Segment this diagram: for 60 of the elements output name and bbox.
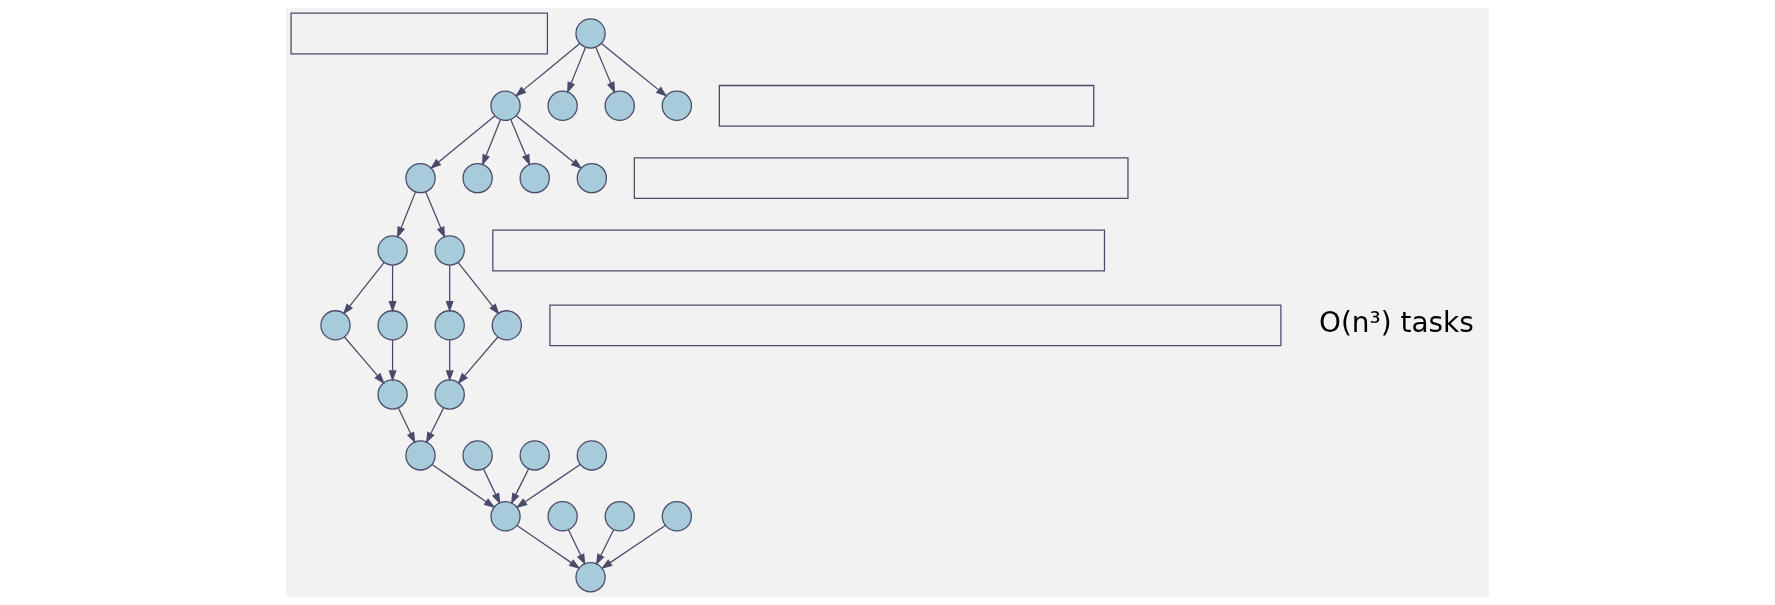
arrow (595, 46, 616, 94)
node-circle (519, 440, 550, 471)
node-circle (490, 501, 521, 532)
node-circle (604, 501, 635, 532)
arrow (595, 529, 615, 566)
arrow (510, 468, 530, 505)
node-circle (661, 90, 693, 122)
node-circle (377, 379, 408, 410)
node-circle (377, 235, 408, 266)
arrow (388, 339, 397, 382)
node-circle (462, 162, 493, 194)
label: O(n³) tasks (1318, 306, 1474, 340)
arrow (342, 261, 385, 315)
arrow (425, 191, 446, 239)
node-circle (434, 235, 465, 266)
arrow (567, 46, 587, 94)
arrow (388, 264, 397, 313)
arrow (445, 339, 454, 382)
arrow (457, 261, 500, 315)
arrow (343, 336, 385, 385)
arrow (516, 524, 581, 569)
node-circle (405, 440, 436, 471)
arrow (567, 529, 586, 566)
arrow (482, 118, 502, 166)
node-circle (491, 310, 523, 341)
arrow (482, 468, 501, 505)
node-circle (576, 440, 608, 471)
node-box (718, 84, 1095, 127)
arrow (510, 118, 531, 166)
arrow (425, 407, 445, 444)
arrow (515, 115, 583, 170)
node-circle (434, 310, 465, 341)
node-circle (519, 162, 550, 194)
node-circle (377, 310, 408, 341)
node-circle (575, 18, 606, 49)
node-circle (604, 90, 635, 122)
arrow (429, 115, 496, 170)
arrow (515, 463, 581, 508)
node-circle (661, 501, 693, 532)
node-circle (320, 310, 351, 341)
node-circle (547, 501, 578, 532)
node-box (492, 229, 1106, 272)
node-circle (576, 162, 608, 194)
arrow (445, 264, 454, 313)
node-circle (405, 162, 436, 194)
node-circle (575, 562, 606, 593)
arrow (397, 407, 416, 444)
arrow (600, 42, 668, 97)
node-box (549, 304, 1282, 347)
arrow (515, 42, 581, 97)
node-circle (547, 90, 578, 122)
arrow (431, 463, 496, 508)
node-box (290, 12, 549, 55)
arrow (397, 191, 417, 239)
node-circle (434, 379, 465, 410)
arrow (457, 336, 499, 385)
node-circle (490, 90, 521, 122)
arrow (600, 524, 666, 569)
node-circle (462, 440, 493, 471)
node-box (633, 157, 1129, 200)
